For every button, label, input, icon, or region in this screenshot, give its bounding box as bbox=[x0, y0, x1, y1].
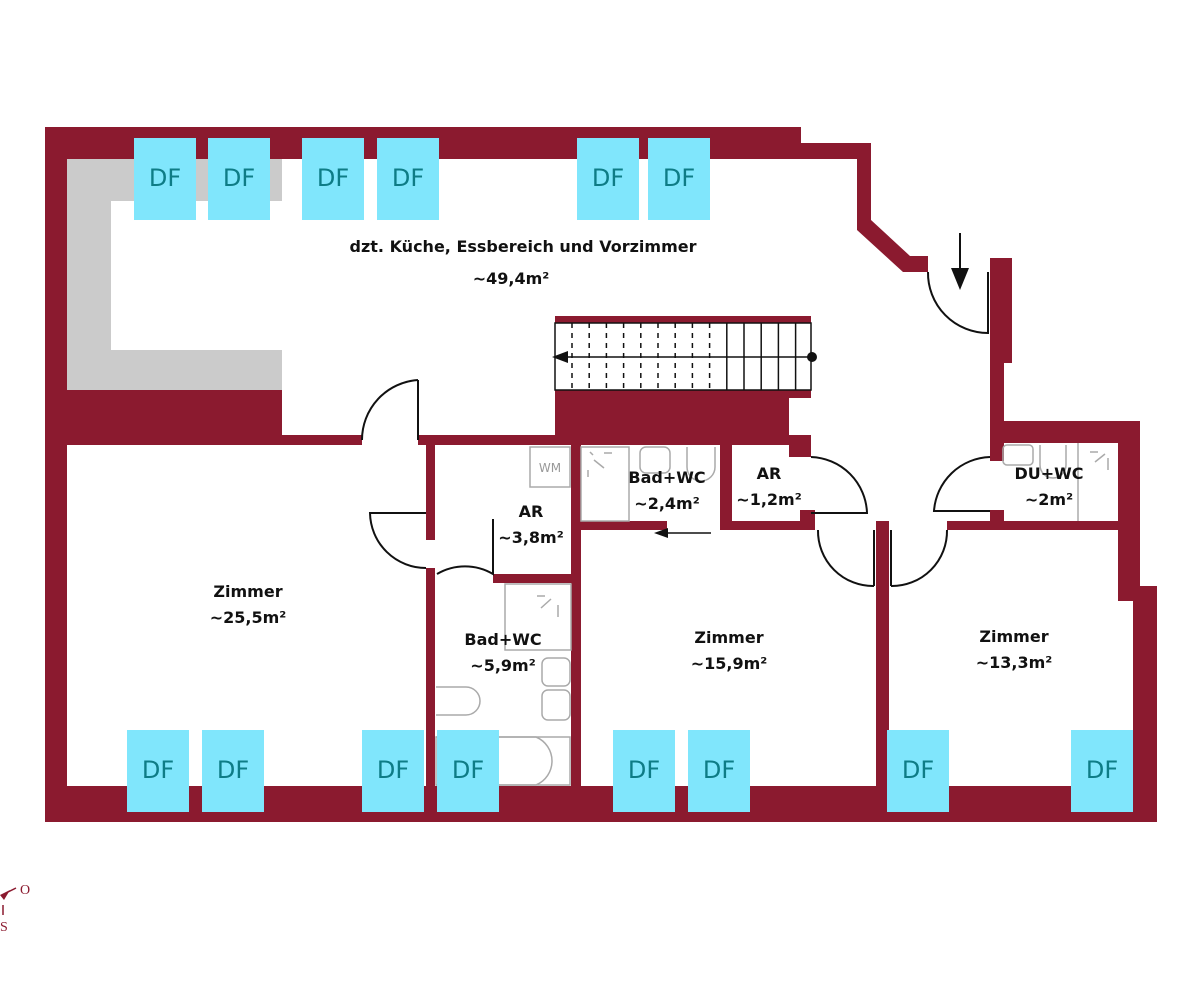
room-name: DU+WC bbox=[1014, 464, 1083, 483]
room-area: ~15,9m² bbox=[691, 654, 768, 673]
room-name: Zimmer bbox=[979, 627, 1048, 646]
door-ar2 bbox=[810, 456, 869, 514]
roof-window: DF bbox=[302, 138, 364, 220]
roof-window: DF bbox=[887, 730, 949, 812]
doors bbox=[360, 271, 991, 588]
toilet-icon bbox=[1039, 445, 1067, 479]
roof-windows: DF DF DF DF DF DF DF DF DF DF DF DF DF DF bbox=[127, 138, 1133, 812]
roof-window-label: DF bbox=[592, 164, 624, 192]
room-area: ~2m² bbox=[1025, 490, 1073, 509]
roof-window-label: DF bbox=[452, 756, 484, 784]
staircase bbox=[552, 322, 817, 391]
roof-window-label: DF bbox=[149, 164, 181, 192]
roof-window-label: DF bbox=[217, 756, 249, 784]
compass-icon: O S bbox=[0, 883, 30, 935]
roof-window: DF bbox=[437, 730, 499, 812]
direction-arrow-icon bbox=[654, 528, 711, 538]
roof-window: DF bbox=[1071, 730, 1133, 812]
door-kitchen-zimmer bbox=[360, 379, 419, 441]
roof-window-label: DF bbox=[377, 756, 409, 784]
stair-arrow-icon bbox=[552, 351, 568, 363]
bathtub-outline bbox=[435, 736, 571, 786]
compass-south: S bbox=[0, 920, 8, 935]
roof-window: DF bbox=[577, 138, 639, 220]
roof-window-label: DF bbox=[1086, 756, 1118, 784]
sink-icon bbox=[639, 446, 671, 474]
entry-arrow-icon bbox=[951, 233, 969, 290]
shower-tray-icon bbox=[580, 446, 630, 522]
sink-icon bbox=[541, 689, 571, 721]
roof-window-label: DF bbox=[223, 164, 255, 192]
roof-window-label: DF bbox=[703, 756, 735, 784]
shower-head-icon bbox=[537, 595, 559, 617]
room-area: ~5,9m² bbox=[470, 656, 535, 675]
room-area: ~3,8m² bbox=[498, 528, 563, 547]
roof-window-label: DF bbox=[392, 164, 424, 192]
door-zimmer-bad bbox=[368, 512, 427, 569]
room-area: ~13,3m² bbox=[976, 653, 1053, 672]
walls bbox=[45, 127, 1157, 822]
room-area: ~1,2m² bbox=[736, 490, 801, 509]
roof-window-label: DF bbox=[902, 756, 934, 784]
door-zimmer3 bbox=[890, 529, 949, 588]
shower-head-icon bbox=[587, 451, 612, 477]
room-name: AR bbox=[757, 464, 782, 483]
roof-window: DF bbox=[208, 138, 270, 220]
room-name: Zimmer bbox=[213, 582, 282, 601]
roof-window: DF bbox=[202, 730, 264, 812]
roof-window: DF bbox=[362, 730, 424, 812]
room-name: Bad+WC bbox=[464, 630, 541, 649]
door-zimmer2 bbox=[816, 529, 875, 588]
sink-icon bbox=[1002, 444, 1034, 466]
roof-window: DF bbox=[377, 138, 439, 220]
sink-icon bbox=[541, 657, 571, 687]
toilet-icon bbox=[436, 686, 481, 716]
roof-window: DF bbox=[134, 138, 196, 220]
roof-window-label: DF bbox=[628, 756, 660, 784]
roof-window: DF bbox=[648, 138, 710, 220]
door-ar bbox=[436, 519, 494, 576]
compass-east: O bbox=[20, 883, 30, 898]
fixtures: WM bbox=[435, 443, 1109, 786]
shower-tray-icon bbox=[504, 583, 572, 651]
washing-machine-icon bbox=[529, 446, 571, 488]
toilet-icon bbox=[686, 447, 716, 482]
room-name: dzt. Küche, Essbereich und Vorzimmer bbox=[350, 237, 697, 256]
roof-window: DF bbox=[688, 730, 750, 812]
roof-window-label: DF bbox=[317, 164, 349, 192]
bathtub-icon bbox=[436, 736, 553, 786]
room-name: AR bbox=[519, 502, 544, 521]
roof-window-label: DF bbox=[663, 164, 695, 192]
room-area: ~2,4m² bbox=[634, 494, 699, 513]
roof-window: DF bbox=[613, 730, 675, 812]
room-name: Bad+WC bbox=[628, 468, 705, 487]
roof-window-label: DF bbox=[142, 756, 174, 784]
roof-window: DF bbox=[127, 730, 189, 812]
room-area: ~25,5m² bbox=[210, 608, 287, 627]
room-area: ~49,4m² bbox=[473, 269, 550, 288]
washing-machine-label: WM bbox=[539, 461, 561, 475]
door-du-wc bbox=[932, 456, 991, 512]
shower-head-icon bbox=[1090, 451, 1109, 470]
room-labels: dzt. Küche, Essbereich und Vorzimmer ~49… bbox=[210, 237, 1084, 675]
room-name: Zimmer bbox=[694, 628, 763, 647]
door-entry bbox=[926, 271, 989, 335]
